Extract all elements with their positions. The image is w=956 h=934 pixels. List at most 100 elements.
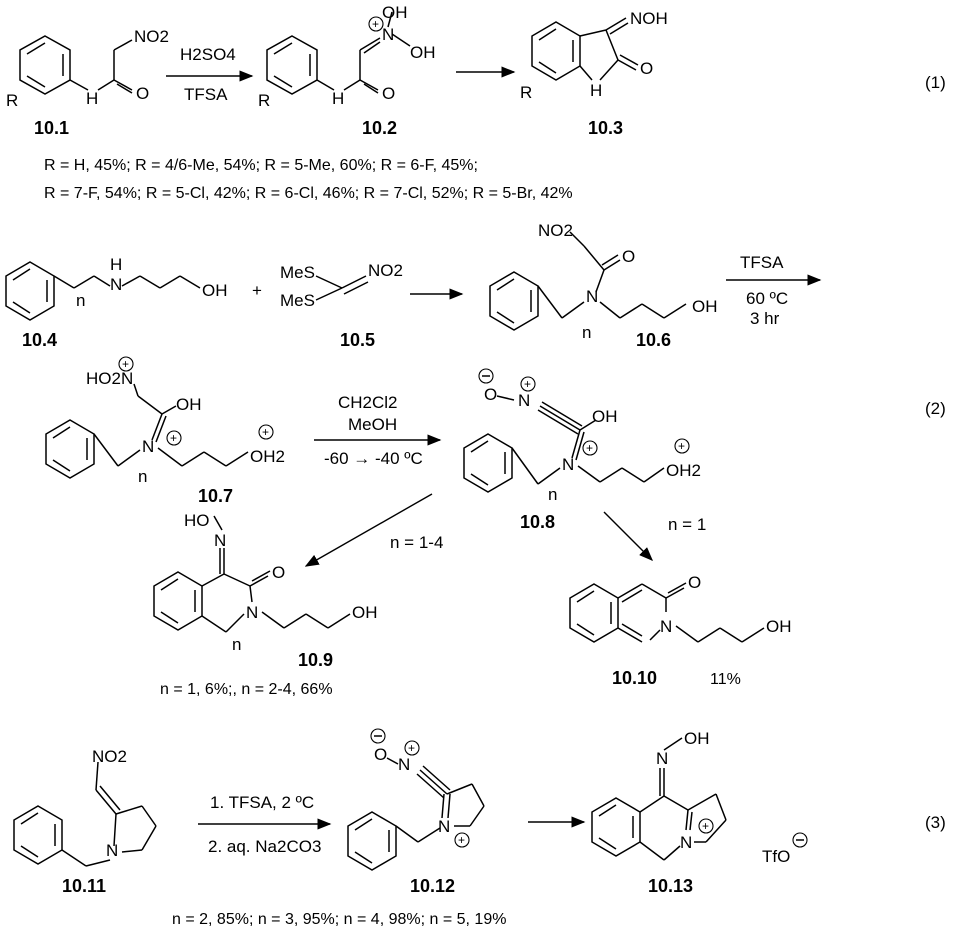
compound-10-5: MeS MeS NO2 10.5 — [280, 261, 403, 350]
label-10-2: 10.2 — [362, 118, 397, 138]
oxonium-plus-10-8: + — [678, 439, 685, 453]
r-substituent: R — [6, 91, 18, 110]
pyrrolo-n: N — [680, 833, 692, 852]
compound-10-7: N + OH HO2N + OH2 + n 10.7 — [45, 356, 285, 506]
oxime-n: N — [214, 531, 226, 550]
label-10-11: 10.11 — [62, 876, 106, 896]
compound-10-9: HO N O N OH n 10.9 — [153, 511, 378, 670]
r-substituent-3: R — [520, 83, 532, 102]
oxonium-10-8: OH2 — [666, 461, 701, 480]
nitro-10-5: NO2 — [368, 261, 403, 280]
nh-label-2: H — [332, 89, 344, 108]
compound-10-6: N O NO2 OH n 10.6 — [489, 221, 718, 350]
enol-oh: OH — [176, 395, 202, 414]
arrow-r1-step1: H2SO4 TFSA — [166, 45, 254, 104]
label-10-8: 10.8 — [520, 512, 555, 532]
yield-10-10: 11% — [710, 671, 741, 688]
nitrile-plus-10-12: + — [408, 741, 415, 755]
oh-10-10: OH — [766, 617, 792, 636]
arrow-r3-step1: 1. TFSA, 2 ºC 2. aq. Na2CO3 — [198, 793, 332, 856]
oxonium-oh2: OH2 — [250, 447, 285, 466]
label-10-7: 10.7 — [198, 486, 233, 506]
nitrile-oxide-plus: + — [524, 377, 531, 391]
compound-10-8: N + OH N + O OH2 + n 10.8 — [463, 368, 701, 532]
n-plus: + — [372, 17, 379, 31]
carbonyl-o: O — [136, 84, 149, 103]
ho2n-plus: + — [122, 357, 129, 371]
cond-3hr: 3 hr — [750, 309, 780, 328]
label-10-5: 10.5 — [340, 330, 375, 350]
label-10-1: 10.1 — [34, 118, 69, 138]
compound-10-10: O N OH 10.10 — [569, 573, 792, 688]
label-10-12: 10.12 — [410, 876, 455, 896]
iminium-n-10-12: N — [438, 817, 450, 836]
oxime-noh: NOH — [630, 9, 668, 28]
label-10-13: 10.13 — [648, 876, 693, 896]
iminium-plus: + — [170, 431, 177, 445]
oxime-ho: HO — [184, 511, 210, 530]
iminium-plus-10-12: + — [458, 833, 465, 847]
nitro-group: NO2 — [134, 27, 169, 46]
mes-top: MeS — [280, 263, 315, 282]
oxime-oh-10-13: OH — [684, 729, 710, 748]
carbonyl-o-10-10: O — [688, 573, 701, 592]
nitrile-oxide-n: N — [518, 391, 530, 410]
oh-10-4: OH — [202, 281, 228, 300]
arrow-r2-branch-right: n = 1 — [603, 511, 706, 561]
oxonium-plus: + — [262, 425, 269, 439]
arrow-r2-tfsa: TFSA 60 ºC 3 hr — [726, 253, 822, 328]
pyrrolo-plus: + — [702, 819, 709, 833]
r-substituent-2: R — [258, 91, 270, 110]
cond-tfsa-2c: 1. TFSA, 2 ºC — [210, 793, 314, 812]
arrow-r2-step2: CH2Cl2 MeOH -60 → -40 ºC — [314, 393, 442, 468]
nh-label: H — [86, 89, 98, 108]
compound-10-11: N NO2 10.11 — [13, 747, 157, 896]
carbonyl-o-2: O — [382, 84, 395, 103]
lactam-n: N — [246, 603, 258, 622]
cond-h2so4: H2SO4 — [180, 45, 236, 64]
iminium-n: N — [142, 437, 154, 456]
cond-60c: 60 ºC — [746, 289, 788, 308]
equation-number-1: (1) — [925, 73, 946, 92]
plus-reagent: + — [252, 281, 262, 300]
nitro-10-11: NO2 — [92, 747, 127, 766]
enol-oh-10-8: OH — [592, 407, 618, 426]
ho2n-group: HO2N — [86, 369, 133, 388]
arrow-r2-branch-left: n = 1-4 — [304, 493, 443, 567]
nitrile-oxide-o: O — [484, 385, 497, 404]
label-10-3: 10.3 — [588, 118, 623, 138]
triflate-counterion: TfO — [762, 847, 790, 866]
compound-10-4: H N OH n 10.4 — [5, 255, 228, 350]
n-index-10-9: n — [232, 635, 241, 654]
compound-10-1: R H O NO2 10.1 — [6, 27, 169, 138]
oh-top: OH — [382, 3, 408, 22]
n-index-10-8: n — [548, 485, 557, 504]
label-10-10: 10.10 — [612, 668, 657, 688]
yields-r1-line1: R = H, 45%; R = 4/6-Me, 54%; R = 5-Me, 6… — [44, 157, 478, 174]
cond-ch2cl2: CH2Cl2 — [338, 393, 398, 412]
carbonyl-o-10-9: O — [272, 563, 285, 582]
nh-h: H — [110, 255, 122, 274]
cond-temp-range: -60 → -40 ºC — [324, 449, 423, 468]
iminium-plus-10-8: + — [586, 441, 593, 455]
carbonyl-o-3: O — [640, 59, 653, 78]
cond-tfsa: TFSA — [184, 85, 228, 104]
cond-na2co3: 2. aq. Na2CO3 — [208, 837, 321, 856]
compound-10-13: N OH N + TfO 10.13 — [591, 729, 808, 896]
nitrile-n-10-12: N — [398, 755, 410, 774]
compound-10-3: NOH O H R 10.3 — [520, 9, 668, 138]
nh-label-3: H — [590, 81, 602, 100]
label-10-6: 10.6 — [636, 330, 671, 350]
oxime-n-10-13: N — [656, 749, 668, 768]
n-index-10-4: n — [76, 291, 85, 310]
oh-10-6: OH — [692, 297, 718, 316]
yield-10-9: n = 1, 6%;, n = 2-4, 66% — [160, 681, 333, 698]
n-atom: N — [382, 25, 394, 44]
compound-10-2: + N OH OH R H O 10.2 — [258, 3, 436, 138]
cond-n-1-4: n = 1-4 — [390, 533, 443, 552]
compound-10-12: N + N + O 10.12 — [347, 728, 485, 896]
mes-bottom: MeS — [280, 291, 315, 310]
equation-number-2: (2) — [925, 399, 946, 418]
label-10-9: 10.9 — [298, 650, 333, 670]
